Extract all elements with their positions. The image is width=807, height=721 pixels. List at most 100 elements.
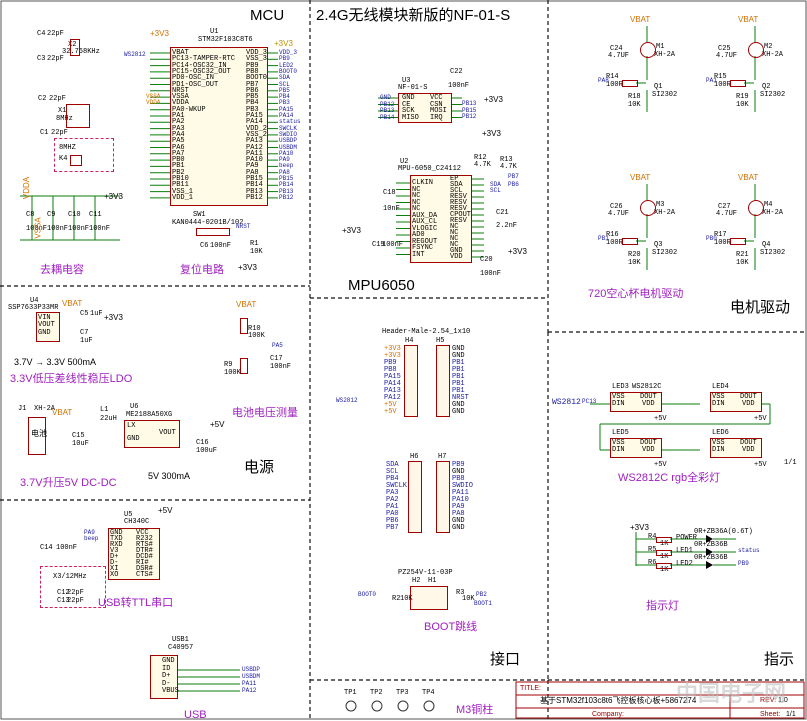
section-title-mpu: MPU6050 — [348, 277, 415, 294]
mpu-pin-right-5: RESV — [450, 205, 467, 213]
l1-val: 22uH — [100, 415, 117, 423]
rgb-pin-din-3: DIN — [712, 446, 725, 454]
test-point-1: TP1 — [344, 689, 357, 697]
c1-val: 22pF — [51, 129, 68, 137]
rf-net-irq: PB12 — [462, 113, 477, 120]
h7-pins-pin-0: PB9 — [452, 461, 465, 469]
h5-pins-pin-3: PB1 — [452, 366, 465, 374]
motor-rb-0: R18 — [628, 93, 641, 101]
c21-ref: C21 — [496, 209, 509, 217]
motor-rb-2: R20 — [628, 251, 641, 259]
boot0-net: BOOT0 — [358, 591, 377, 598]
mcu-net-right-20: PB15 — [279, 175, 294, 182]
mpu-3v3-top: +3V3 — [482, 129, 501, 138]
header-h7 — [436, 461, 450, 533]
h5-pins-pin-0: GND — [452, 345, 465, 353]
ind-res-1 — [656, 550, 672, 556]
motor-rbv-3: 10K — [736, 259, 749, 267]
test-point-screw — [345, 700, 357, 712]
u4-part: SSP7633P33MR — [8, 304, 59, 312]
h4-pins-pin-1: +3V3 — [384, 352, 401, 360]
mcu-pin-left-18: PB1 — [172, 162, 185, 171]
h2-ref: H2 — [412, 577, 421, 585]
ch340-5v: +5V — [158, 506, 173, 515]
rgb-ws2812: WS2812 — [552, 398, 581, 407]
mcu-pin-left-13: PA4 — [172, 130, 185, 139]
usb-net-1: USBDM — [242, 673, 261, 680]
mpu-pin-right-3: RESV — [450, 193, 467, 201]
motor-vbat-1: VBAT — [738, 15, 759, 24]
mcu-pin-right-5: PB7 — [246, 80, 259, 89]
usb-pin-3: D- — [162, 679, 171, 688]
rgb-5v-3: +5V — [754, 461, 767, 469]
bat-conn: XH-2A — [34, 405, 56, 413]
motor-net-0: PA8 — [598, 77, 609, 84]
c5-val: 1uF — [90, 310, 103, 318]
motor-net-1: PA1 — [706, 77, 717, 84]
title-text: 基于STM32f103c8t6飞控板核心板+5867274 — [540, 696, 697, 705]
mcu-pin-right-8: PB4 — [246, 99, 259, 108]
h1-ref: H1 — [428, 577, 437, 585]
h5-pins-pin-6: PB1 — [452, 387, 465, 395]
r1-val: 10K — [250, 248, 263, 256]
boost-5v: +5V — [210, 420, 225, 429]
rf-net-left-3: PB14 — [380, 113, 395, 121]
mcu-pin-right-16: PA11 — [246, 149, 263, 158]
motor-capv-2: 4.7UF — [608, 210, 630, 218]
mcu-net-right-22: PB13 — [279, 187, 294, 195]
rgb-led-ref-3: LED6 — [712, 429, 729, 437]
motor-gate-res-1 — [730, 80, 746, 87]
rgb-pin-vss-2: VSS — [612, 439, 625, 447]
mcu-net-right-10: PA14 — [279, 112, 294, 119]
h5-pins-pin-4: PB1 — [452, 373, 465, 381]
boost-vbat: VBAT — [52, 408, 73, 417]
usb-pin-0: GND — [162, 657, 175, 665]
mpu-3v3-left: +3V3 — [342, 226, 361, 235]
mcu-pin-right-11: PA14 — [246, 118, 263, 127]
mpu-pin-right-12: GND — [450, 247, 463, 255]
battery-connector — [28, 417, 46, 455]
motor-m1 — [640, 42, 656, 58]
mcu-net-right-1: PB9 — [279, 55, 290, 63]
motor-net-2: PB1 — [598, 235, 609, 242]
ind-net-1: status — [738, 547, 760, 554]
subtitle-ldo: 3.3V低压差线性稳压LDO — [10, 373, 133, 385]
rf-pin-left-0: GND — [402, 94, 415, 102]
h4-pins-pin-2: PB9 — [384, 359, 397, 367]
mcu-pin-left-22: VSS_1 — [172, 187, 194, 196]
crystal-k4 — [70, 155, 82, 166]
mcu-left-net-vdda: VDDA — [146, 99, 161, 107]
h6-pins-pin-6: PA1 — [386, 503, 399, 511]
decoup-ref-c11: C11 — [89, 211, 102, 219]
mcu-pin-right-18: PA9 — [246, 162, 259, 171]
ch340-left-1: TXD — [110, 535, 123, 543]
mpu-net-scl: SCL — [490, 187, 501, 194]
rev-label: REV: — [760, 697, 777, 704]
motor-ra-3: R17 — [714, 231, 727, 239]
ch340-right-2: RTS# — [136, 541, 153, 549]
c7-ref: C7 — [80, 329, 89, 337]
decoup-ref-c8: C8 — [26, 211, 35, 219]
motor-ra-0: R14 — [606, 73, 619, 81]
motor-vbat-2: VBAT — [630, 173, 651, 182]
r9-ref: R9 — [224, 361, 233, 369]
ind-res-0 — [656, 537, 672, 543]
c1-ref: C1 — [40, 129, 49, 137]
u4-ref: U4 — [30, 297, 39, 305]
mcu-pin-left-21: PB11 — [172, 181, 189, 190]
rf-net-left-1: PB12 — [380, 100, 395, 108]
ind-rv-1: 1K — [660, 553, 669, 561]
ch340-left-0: GND — [110, 529, 123, 537]
sw1-ref: SW1 — [193, 211, 206, 219]
ws2812-net-mcu: WS2812 — [124, 51, 146, 58]
h6-pins-pin-1: SCL — [386, 468, 399, 476]
h6-pins-pin-4: PA3 — [386, 489, 399, 497]
mpu-pin-right-1: SDA — [450, 181, 463, 189]
c14-val: 100nF — [56, 544, 78, 552]
mcu-pin-right-14: PA13 — [246, 137, 263, 146]
sw1-part: KAN0444-0201B/102 — [172, 219, 244, 227]
h4-ws2812: WS2812 — [336, 397, 358, 404]
h6-pins-pin-5: PA2 — [386, 496, 399, 504]
subtitle-decoupling: 去耦电容 — [40, 264, 84, 276]
